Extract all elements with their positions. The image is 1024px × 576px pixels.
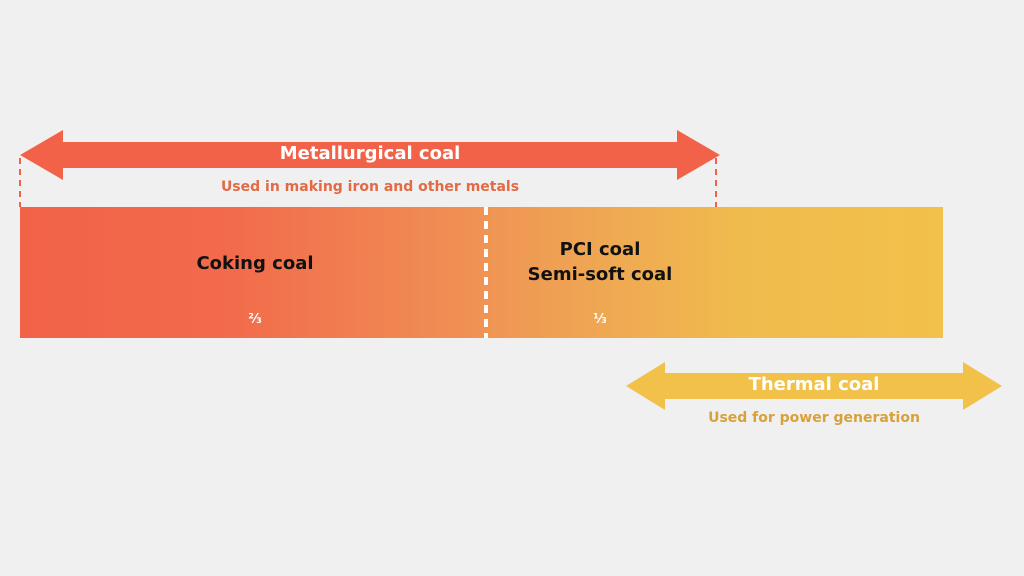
thermal-double-arrow	[626, 362, 1002, 410]
thermal-subtitle: Used for power generation	[708, 410, 920, 426]
pci-coal-label: PCI coal	[559, 239, 641, 260]
coking-coal-share: ⅔	[248, 312, 262, 327]
metallurgical-double-arrow	[20, 130, 720, 180]
semi-soft-coal-label: Semi-soft coal	[527, 264, 673, 285]
metallurgical-subtitle: Used in making iron and other metals	[220, 179, 520, 195]
coking-coal-label: Coking coal	[196, 253, 314, 274]
pci-coal-share: ⅓	[593, 312, 607, 327]
coal-type-bar	[20, 207, 943, 338]
thermal-title: Thermal coal	[748, 374, 880, 395]
segment-divider	[484, 207, 488, 338]
metallurgical-title: Metallurgical coal	[279, 143, 461, 164]
pci-coal-label-block: PCI coal Semi-soft coal	[490, 237, 710, 287]
